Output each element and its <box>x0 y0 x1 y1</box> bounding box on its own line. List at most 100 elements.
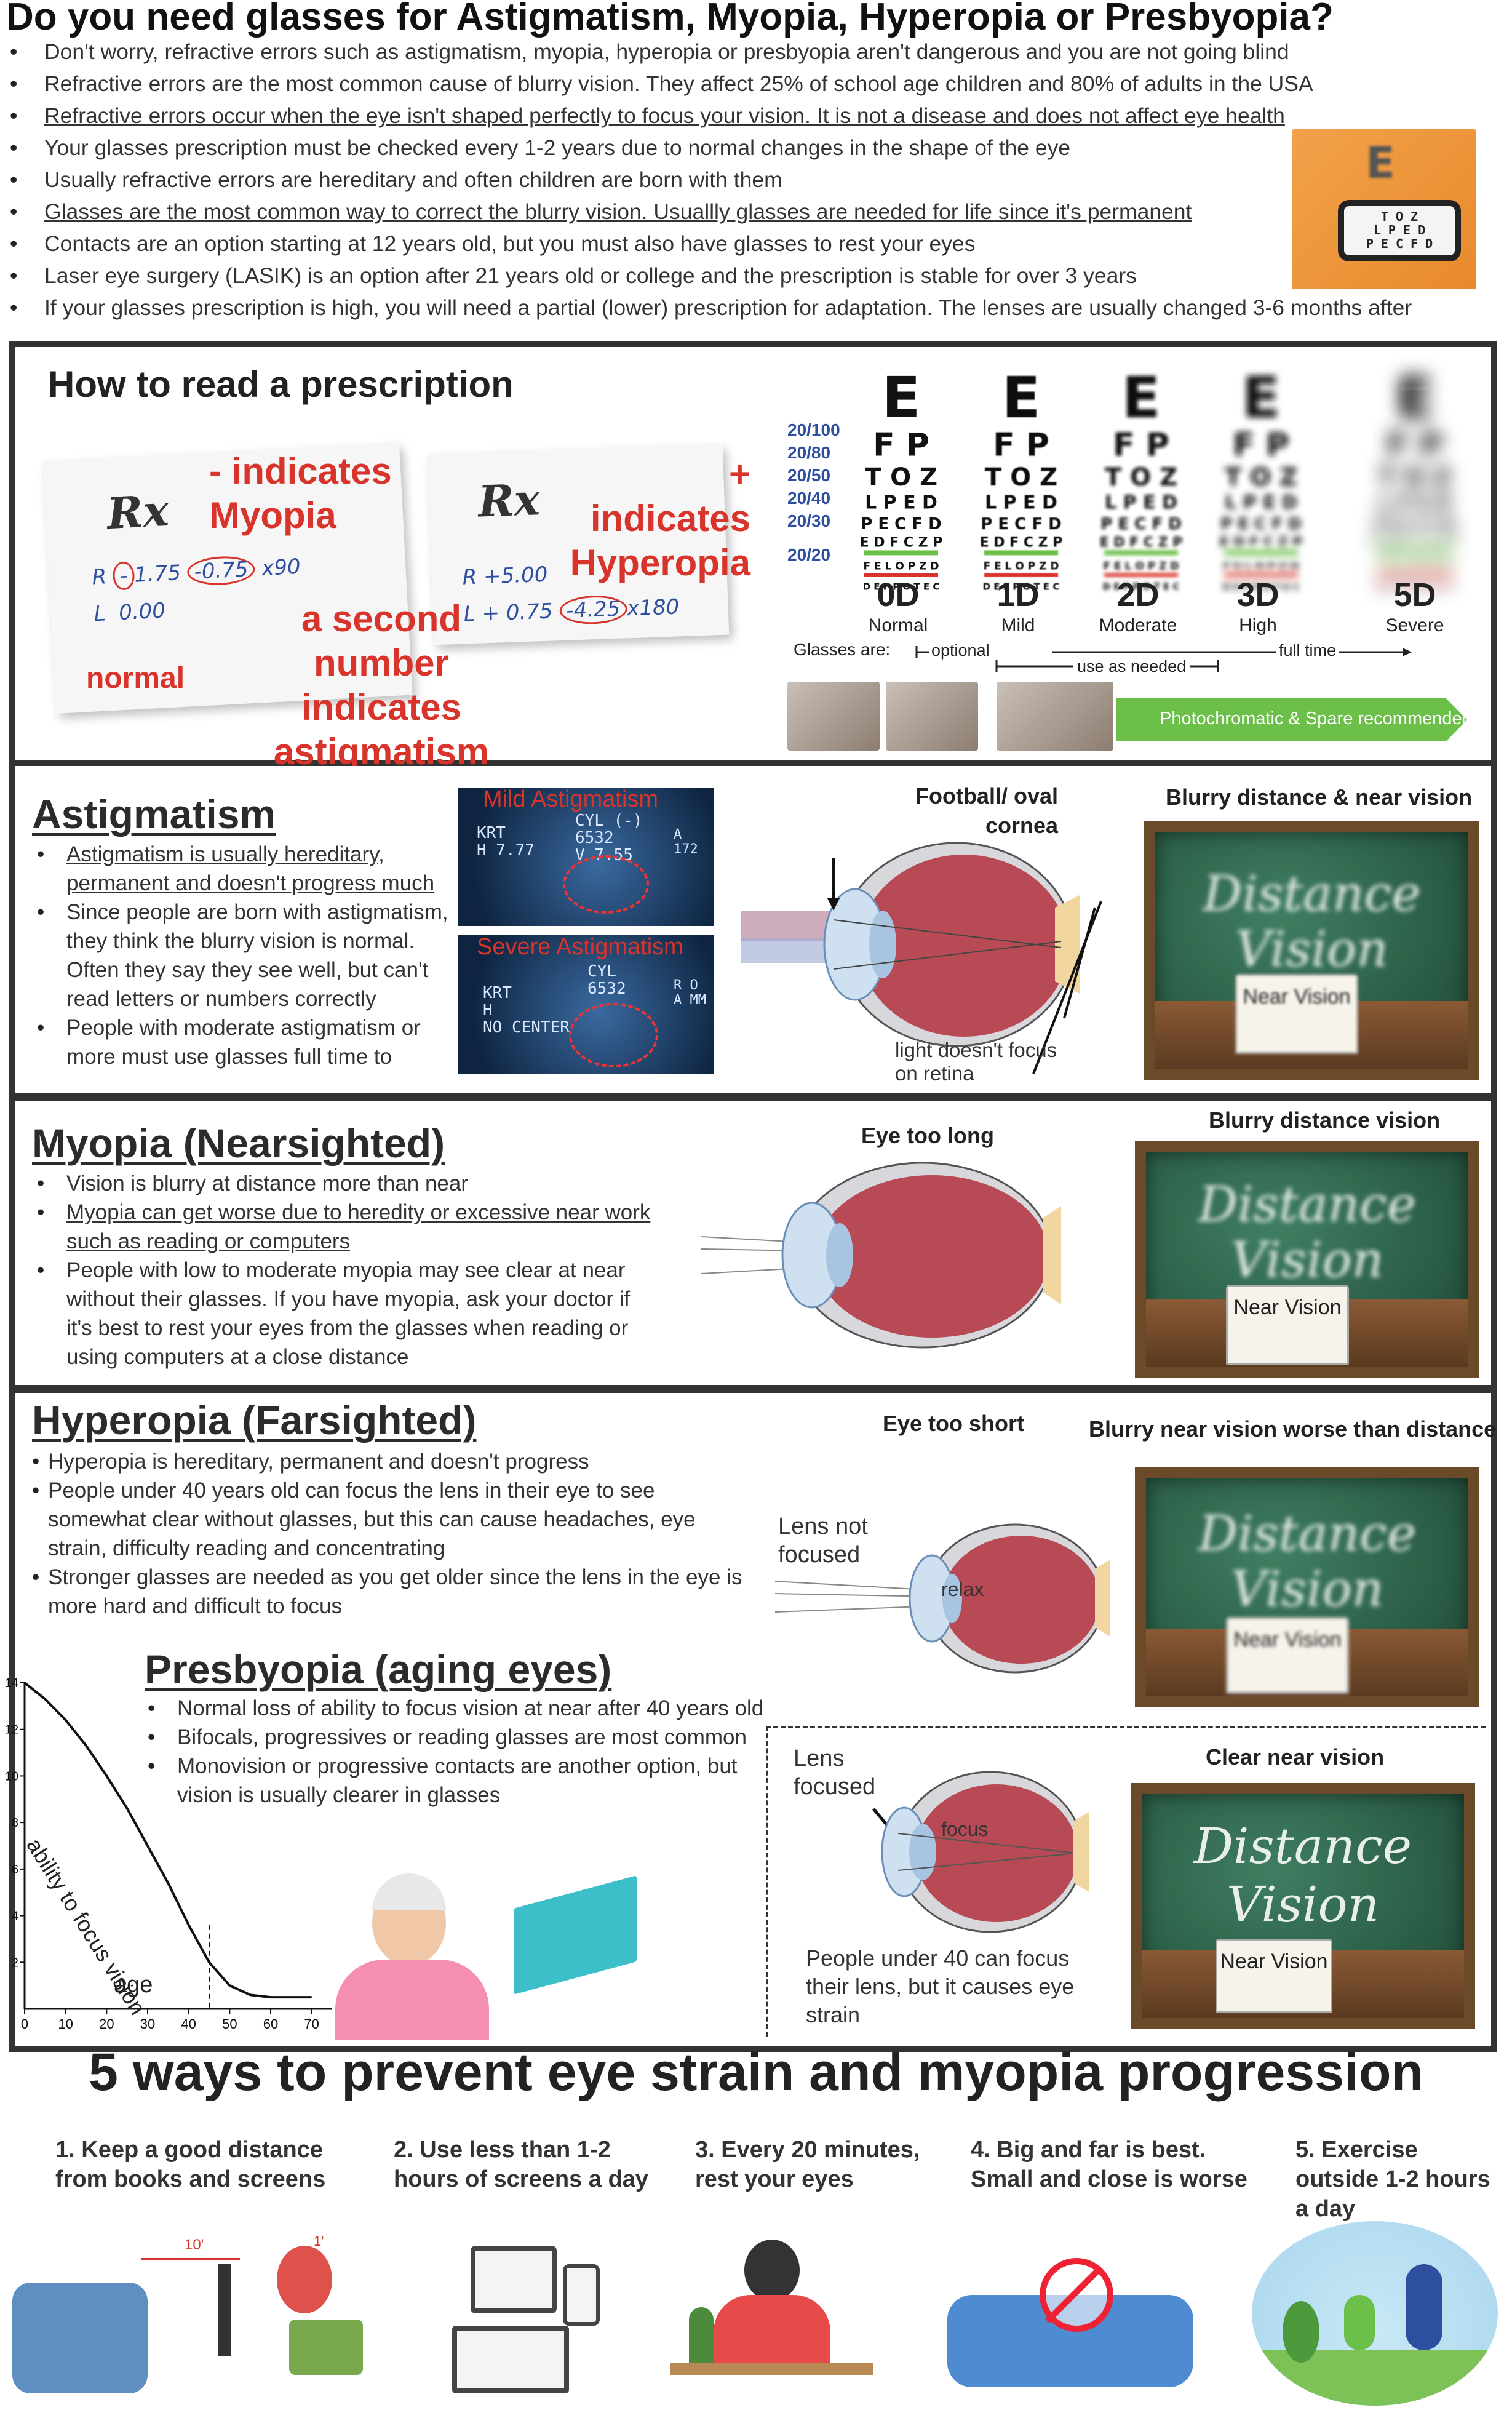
x-tick-label: 30 <box>140 2016 155 2030</box>
desk-icon <box>670 2363 873 2375</box>
chart-row: T O Z <box>1105 463 1177 492</box>
y-tick-label: 2 <box>12 1956 18 1969</box>
chart-row: L P E D <box>1225 492 1297 514</box>
chart-row: D E F P O T E C <box>1223 581 1300 592</box>
astig-chalkboard: Distance Vision Near Vision <box>1144 821 1479 1080</box>
focus-eye-diagram <box>872 1771 1089 1933</box>
chart-green-line <box>1224 550 1298 556</box>
light-label: light doesn't focus on retina <box>895 1039 1057 1085</box>
presbyopia-bullets: Normal loss of ability to focus vision a… <box>143 1694 764 1809</box>
mild-astig-label: Mild Astigmatism <box>483 786 659 812</box>
rx-symbol: Rx <box>477 474 541 527</box>
chart-row: L P E D <box>865 492 937 514</box>
presbyopia-title: Presbyopia (aging eyes) <box>145 1646 612 1692</box>
chart-row: L P E D <box>1105 492 1177 514</box>
person-shirt <box>714 2295 830 2363</box>
acuity-30: 20/30 <box>787 511 831 530</box>
chart-row: L P E D <box>985 492 1057 514</box>
chart-row: F P <box>1233 426 1289 463</box>
second-number-label: a second number indicates astigmatism <box>273 598 490 772</box>
eye-strain-note: People under 40 can focus their lens, bu… <box>806 1945 1075 2027</box>
intro-list: Don't worry, refractive errors such as a… <box>6 36 1439 324</box>
astigmatism-title: Astigmatism <box>32 791 276 837</box>
chart-row: P E C F D <box>1374 515 1455 533</box>
chart-row: T O Z <box>1379 463 1451 492</box>
minus-indicates-label: - indicates Myopia <box>209 450 392 536</box>
intro-item: If your glasses prescription is high, yo… <box>6 292 1439 324</box>
chart-row: E D F C Z P <box>860 535 943 550</box>
chart-row: F P <box>993 426 1049 463</box>
phone-icon <box>563 2264 600 2326</box>
person-head <box>744 2240 800 2301</box>
chart-row: T O Z <box>985 463 1057 492</box>
x-tick-label: 0 <box>21 2016 28 2030</box>
chart-row: F E L O P Z D <box>984 560 1059 572</box>
tablet-icon <box>471 2246 557 2313</box>
step-5: 5. Exercise outside 1-2 hours a day <box>1295 2137 1490 2222</box>
y-tick-label: 12 <box>6 1723 18 1737</box>
rest-eyes-illustration <box>670 2215 873 2406</box>
severe-astig-label: Severe Astigmatism <box>477 934 683 960</box>
y-tick-label: 14 <box>6 1677 18 1690</box>
near-vision-book: Near Vision <box>1226 1285 1349 1365</box>
hyperopia-eye-diagram <box>775 1523 1110 1674</box>
x-tick-label: 70 <box>304 2016 319 2030</box>
chart-row: F E L O P Z D <box>864 560 939 572</box>
acuity-labels: 20/100 20/80 20/50 20/40 20/30 20/20 <box>787 418 840 566</box>
glasses-photo-tint <box>886 682 978 751</box>
plant-icon <box>689 2307 714 2363</box>
rx-symbol: Rx <box>106 484 170 540</box>
chart-xlabel: age <box>114 1972 153 1998</box>
bullet: Hyperopia is hereditary, permanent and d… <box>32 1447 746 1476</box>
chart-row: F P <box>1387 426 1443 463</box>
reader-icon <box>277 2246 332 2313</box>
normal-label: normal <box>86 662 185 695</box>
bullet: Monovision or progressive contacts are a… <box>143 1752 764 1809</box>
myopia-board-label: Blurry distance vision <box>1209 1107 1441 1133</box>
focus-label: focus <box>941 1818 989 1840</box>
chart-row: E <box>1122 365 1161 431</box>
chart-red-line <box>864 573 938 577</box>
near-vision-book: Near Vision <box>1235 974 1358 1054</box>
cornea-label: Football/ oval cornea <box>915 783 1058 838</box>
astig-eye-diagram <box>741 842 1080 1047</box>
myopia-eye-label: Eye too long <box>861 1123 994 1148</box>
x-tick-label: 40 <box>181 2016 196 2030</box>
tree-icon <box>1283 2301 1319 2363</box>
chart-row: T O Z <box>1225 463 1297 492</box>
cyl-circle: -0.75 <box>186 554 256 587</box>
intro-item: Refractive errors occur when the eye isn… <box>6 100 1439 132</box>
x-tick-label: 10 <box>58 2016 73 2030</box>
hyperopia-chalkboard: Distance Vision Near Vision <box>1135 1467 1479 1707</box>
hyperopia-board-label: Blurry near vision worse than distance <box>1089 1416 1497 1442</box>
chart-row: E <box>1002 365 1041 431</box>
astig-ellipse <box>563 855 649 914</box>
optional-label: optional <box>929 641 992 660</box>
intro-item: Your glasses prescription must be checke… <box>6 132 1439 164</box>
bullet: People with moderate astigmatism or more… <box>32 1013 450 1071</box>
person-hair <box>372 1873 446 1910</box>
snellen-chart-2: EF PT O ZL P E DP E C F DE D F C Z PF E … <box>1100 365 1183 592</box>
bullet: Vision is blurry at distance more than n… <box>32 1169 659 1198</box>
rx-right-r: R +5.00 <box>462 562 549 590</box>
bullet: People with low to moderate myopia may s… <box>32 1256 659 1371</box>
chart-row: P E C F D <box>1220 515 1301 533</box>
near-vision-book: Near Vision <box>1216 1939 1332 2013</box>
distance-line <box>141 2258 240 2260</box>
relax-label: relax <box>941 1578 984 1600</box>
intro-item: Laser eye surgery (LASIK) is an option a… <box>6 260 1439 292</box>
chart-red-line <box>1104 573 1178 577</box>
glasses-photo-dark <box>997 682 1113 751</box>
hyperopia-title: Hyperopia (Farsighted) <box>32 1397 477 1443</box>
snellen-chart-set: EF PT O ZL P E DP E C F DE D F C Z PF E … <box>860 365 1457 592</box>
chart-row: P E C F D <box>981 515 1061 533</box>
cyl-circle: -4.25 <box>559 594 628 626</box>
hyperopia-bullets: Hyperopia is hereditary, permanent and d… <box>32 1447 746 1621</box>
bullet: Myopia can get worse due to heredity or … <box>32 1198 659 1256</box>
snellen-chart-4: EF PT O ZL P E DP E C F DE D F C Z PF E … <box>1374 365 1457 592</box>
